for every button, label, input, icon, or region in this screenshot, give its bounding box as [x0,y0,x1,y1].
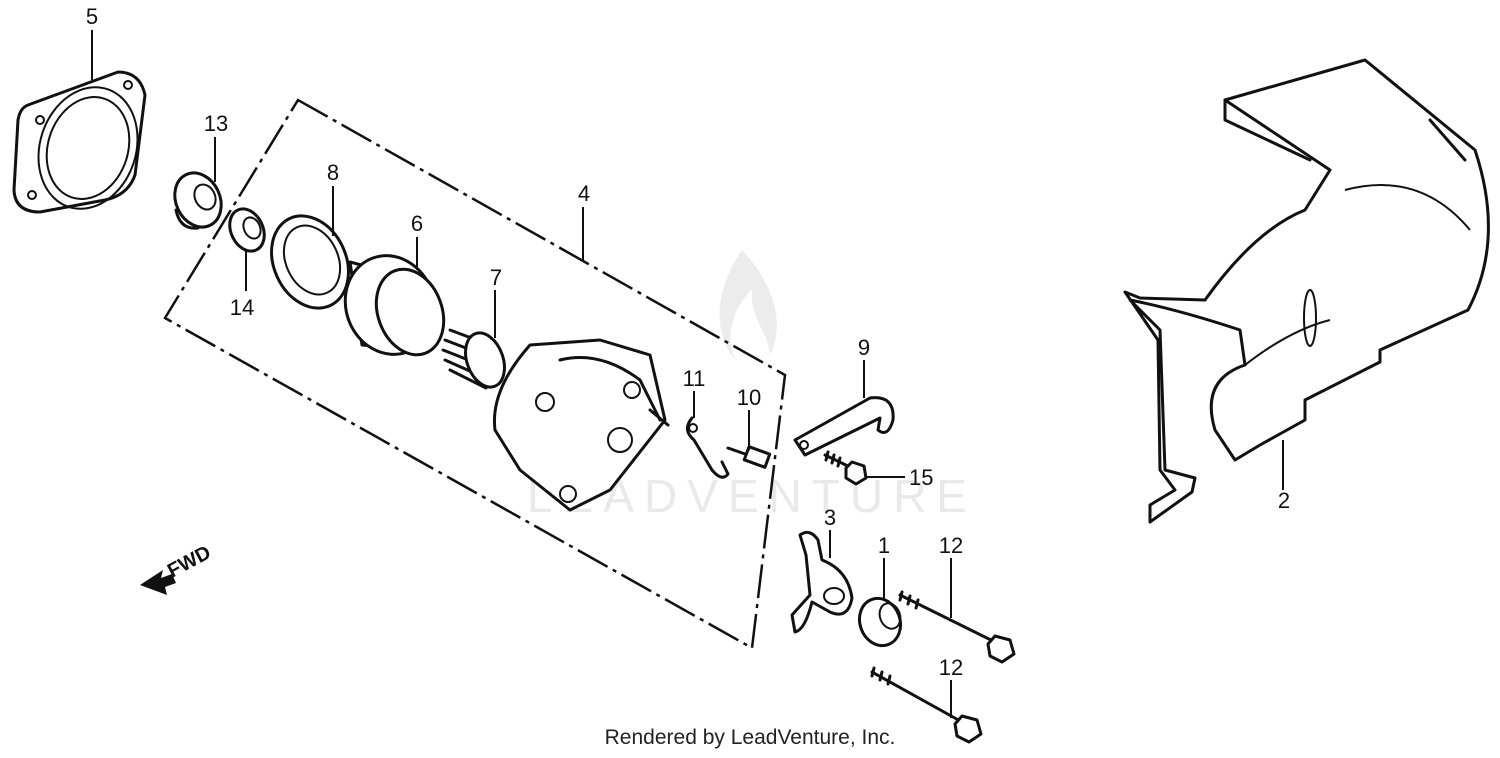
part-4-housing[interactable] [492,338,670,512]
part-10-switch[interactable] [726,445,772,469]
part-14-bearing[interactable] [223,203,271,256]
callout-14: 14 [230,295,254,320]
callout-12-lower: 12 [939,655,963,680]
callout-8: 8 [327,160,339,185]
callout-7: 7 [490,265,502,290]
fwd-label: FWD [164,542,215,583]
leader-lines [91,30,1284,718]
part-2-cover[interactable] [1123,58,1490,524]
part-6-sleeve[interactable] [332,243,456,367]
callout-5: 5 [86,4,98,29]
callout-9: 9 [858,335,870,360]
part-9-bracket[interactable] [793,396,895,457]
part-15-bolt[interactable] [823,450,868,486]
part-12-bolt-lower[interactable] [870,666,983,744]
callout-10: 10 [737,385,761,410]
callout-6: 6 [411,211,423,236]
assembly-outline [163,98,787,651]
part-5-flange[interactable] [12,70,153,222]
fwd-arrow-icon: FWD [140,542,215,595]
callout-1: 1 [878,533,890,558]
credit-text: Rendered by LeadVenture, Inc. [604,726,896,749]
callout-4: 4 [578,181,590,206]
callout-11: 11 [683,366,706,391]
part-1-grommet[interactable] [853,593,907,652]
part-12-bolt-upper[interactable] [898,590,1016,664]
part-13-washer[interactable] [166,165,230,234]
part-3-bracket[interactable] [790,530,854,634]
callout-12-upper: 12 [939,533,963,558]
callout-3: 3 [824,505,836,530]
callouts: 5 13 8 6 4 7 14 11 10 9 15 3 1 12 12 2 [86,4,1290,680]
callout-13: 13 [204,111,228,136]
callout-2: 2 [1278,488,1290,513]
part-8-seal[interactable] [257,203,363,320]
part-11-clip[interactable] [686,416,730,479]
part-7-spring[interactable] [441,328,511,393]
callout-15: 15 [909,465,933,490]
